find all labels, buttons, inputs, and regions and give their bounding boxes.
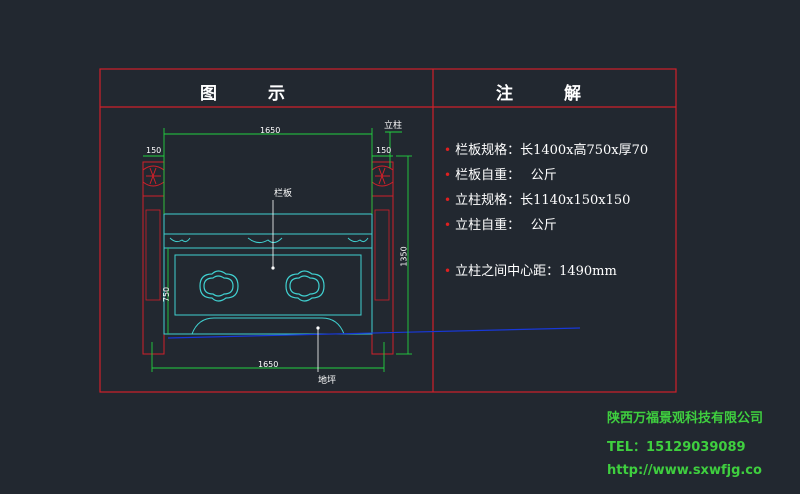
bullet-icon: • [444, 143, 452, 157]
railing-panel [163, 213, 373, 335]
dim-post-left-value: 150 [146, 146, 162, 155]
dim-height-left-value: 750 [162, 286, 172, 303]
company-name: 陕西万福景观科技有限公司 [607, 411, 764, 426]
company-url: http://www.sxwfjg.co [607, 463, 762, 478]
diagram-column-header: 图 示 [200, 84, 285, 104]
cloud-medallions [199, 270, 325, 302]
bullet-icon: • [444, 264, 452, 278]
note-text: 栏板自重： 公斤 [455, 168, 557, 183]
left-post [142, 161, 165, 355]
outer-frame [99, 68, 677, 393]
leader-dot-ground [316, 326, 320, 330]
note-panel-spec: •栏板规格：长1400x高750x厚70 [444, 139, 648, 158]
note-text: 立柱规格：长1140x150x150 [455, 193, 631, 208]
leader-lines [272, 200, 319, 372]
bullet-icon: • [444, 218, 452, 232]
note-post-spec: •立柱规格：长1140x150x150 [444, 189, 630, 208]
note-text: 立柱之间中心距：1490mm [455, 264, 617, 279]
leader-dot-panel [271, 266, 275, 270]
post-label: 立柱 [384, 121, 403, 131]
right-post [371, 161, 394, 355]
note-panel-weight: •栏板自重： 公斤 [444, 164, 557, 183]
panel-label: 栏板 [274, 189, 293, 199]
bullet-icon: • [444, 193, 452, 207]
note-text: 栏板规格：长1400x高750x厚70 [455, 143, 649, 158]
note-post-spacing: •立柱之间中心距：1490mm [444, 260, 617, 279]
notes-column-header: 注 解 [496, 84, 581, 104]
dim-bottom-value: 1650 [258, 360, 279, 369]
note-text: 立柱自重： 公斤 [455, 218, 557, 233]
bullet-icon: • [444, 168, 452, 182]
ground-line [167, 327, 581, 339]
company-tel: TEL：15129039089 [607, 440, 746, 455]
note-post-weight: •立柱自重： 公斤 [444, 214, 557, 233]
ground-label: 地坪 [318, 376, 337, 386]
dim-post-right-value: 150 [376, 146, 392, 155]
dimension-lines [143, 128, 412, 372]
dim-top-value: 1650 [260, 126, 281, 135]
dim-height-right-value: 1350 [399, 246, 409, 267]
